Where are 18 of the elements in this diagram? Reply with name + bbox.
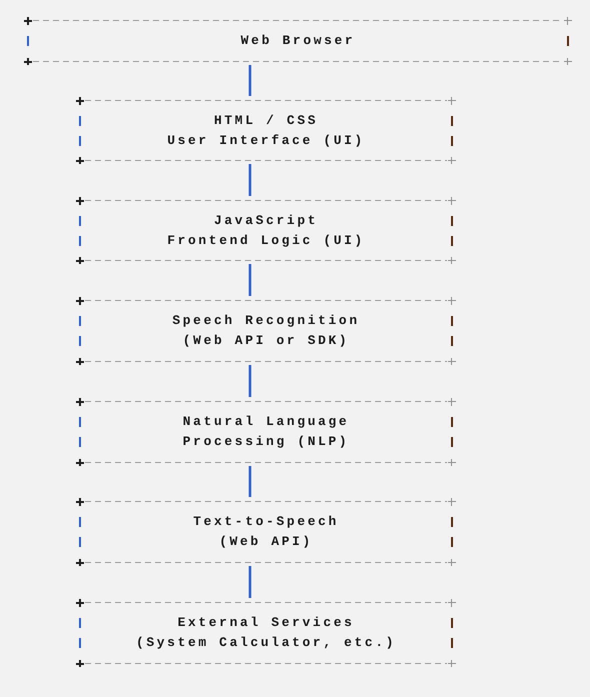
connector-line (248, 65, 252, 96)
box-title: External Services (178, 614, 354, 632)
box-subtitle: (Web API or SDK) (182, 332, 350, 350)
box-title: Speech Recognition (172, 312, 360, 330)
connector-line (248, 466, 252, 497)
box-title: HTML / CSS (214, 112, 318, 130)
box-subtitle: (System Calculator, etc.) (136, 634, 396, 652)
box-title: Text-to-Speech (193, 513, 339, 531)
connector-line (248, 264, 252, 296)
box-title: Natural Language Processing (NLP) (182, 413, 350, 451)
connector-line (248, 566, 252, 598)
box-title: JavaScript (214, 212, 318, 230)
box-title: Web Browser (240, 32, 356, 50)
connector-line (248, 365, 252, 397)
box-subtitle: Frontend Logic (UI) (167, 232, 365, 250)
box-subtitle: User Interface (UI) (167, 132, 365, 150)
box-subtitle: (Web API) (219, 533, 313, 551)
connector-line (248, 164, 252, 196)
